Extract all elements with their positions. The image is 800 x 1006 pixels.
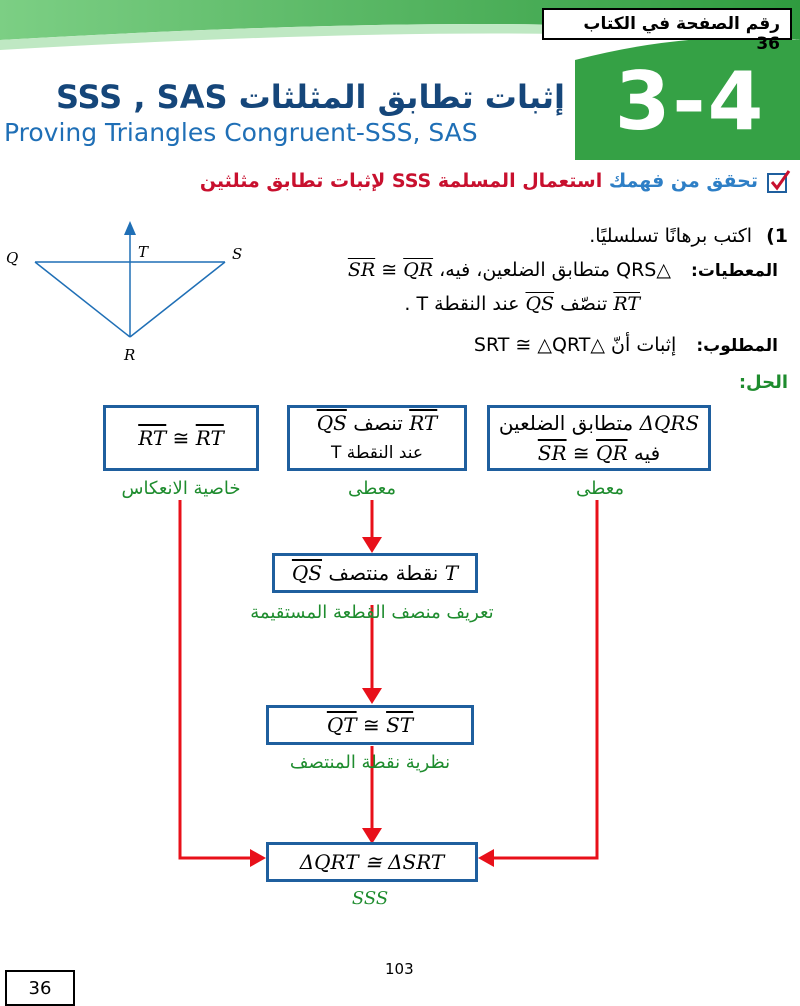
box5-seg-st: ST xyxy=(386,713,414,737)
given-1-seg-sr: SR xyxy=(347,259,376,281)
box4-t: T xyxy=(444,561,459,585)
given-1-text: △QRS متطابق الضلعين، فيه، xyxy=(439,259,671,281)
box1-text: متطابق الضلعين xyxy=(498,411,634,435)
flow-box-given-bisector: RT تنصف QS عند النقطة T xyxy=(287,405,467,471)
box4-text: نقطة منتصف xyxy=(328,561,439,585)
reason-sss: SSS xyxy=(351,888,389,909)
check-heading-text: استعمال المسلمة SSS لإثبات تطابق مثلثين xyxy=(199,170,603,192)
given-line-2: RT تنصّف QS عند النقطة T . xyxy=(404,293,640,315)
reason-midpoint-theorem: نظرية نقطة المنتصف xyxy=(289,752,451,773)
flow-box-qt-st: QT ≅ ST xyxy=(266,705,474,745)
flow-box-midpoint: T نقطة منتصف QS xyxy=(272,553,478,593)
given-2-tail: عند النقطة T . xyxy=(404,293,520,315)
reason-segment-bisector-def: تعريف منصف القطعة المستقيمة xyxy=(250,602,494,623)
prove-text: إثبات أنّ △SRT ≅ △QRT xyxy=(473,334,677,356)
book-page-reference: رقم الصفحة في الكتاب 36 xyxy=(542,8,792,54)
prove-label: المطلوب: xyxy=(696,336,778,356)
box1-seg-sr: SR xyxy=(537,441,567,465)
box1-triangle: ΔQRS xyxy=(639,411,700,435)
label-s: S xyxy=(232,245,242,263)
given-2-verb: تنصّف xyxy=(560,293,608,315)
flow-box-given-isosceles: ΔQRS متطابق الضلعين فيه SR ≅ QR xyxy=(487,405,711,471)
box3-seg-rt-1: RT xyxy=(138,426,167,450)
footer-page-box: 36 xyxy=(5,970,75,1006)
given-line-1: المعطيات: △QRS متطابق الضلعين، فيه، SR ≅… xyxy=(348,259,778,281)
given-1-seg-qr: QR xyxy=(403,259,434,281)
given-label: المعطيات: xyxy=(691,261,778,281)
box6-statement: ΔQRT ≅ ΔSRT xyxy=(299,850,445,874)
box1-congruent: ≅ xyxy=(572,441,590,465)
flow-box-reflexive: RT ≅ RT xyxy=(103,405,259,471)
problem-instruction: 1) اكتب برهانًا تسلسليًا. xyxy=(589,225,788,247)
problem-number: 1) xyxy=(766,225,788,247)
solution-label: الحل: xyxy=(738,372,788,393)
box5-seg-qt: QT xyxy=(326,713,357,737)
lesson-title-english: Proving Triangles Congruent-SSS, SAS xyxy=(4,118,478,147)
box5-congruent: ≅ xyxy=(362,713,380,737)
lesson-number: 3-4 xyxy=(614,55,766,148)
box2-verb: تنصف xyxy=(353,411,403,435)
given-1-congruent: ≅ xyxy=(381,259,398,281)
checkbox-icon xyxy=(767,170,791,193)
box1-fih: فيه xyxy=(633,441,661,465)
reason-reflexive: خاصية الانعكاس xyxy=(121,478,241,499)
check-understanding-heading: تحقق من فهمك استعمال المسلمة SSS لإثبات … xyxy=(200,170,758,192)
given-2-seg-rt: RT xyxy=(613,293,640,315)
box3-congruent: ≅ xyxy=(172,426,190,450)
given-2-seg-qs: QS xyxy=(525,293,555,315)
triangle-figure: Q T S R xyxy=(6,221,242,364)
flow-box-conclusion: ΔQRT ≅ ΔSRT xyxy=(266,842,478,882)
box3-seg-rt-2: RT xyxy=(195,426,224,450)
lesson-title-arabic: إثبات تطابق المثلثات SSS , SAS xyxy=(55,78,565,116)
prove-line: المطلوب: إثبات أنّ △SRT ≅ △QRT xyxy=(474,334,778,356)
box2-seg-rt: RT xyxy=(409,411,438,435)
box1-seg-qr: QR xyxy=(596,441,628,465)
instruction-text: اكتب برهانًا تسلسليًا. xyxy=(589,225,753,247)
label-q: Q xyxy=(6,249,18,267)
reason-given-1: معطى xyxy=(575,478,625,499)
check-label: تحقق من فهمك xyxy=(608,170,758,192)
page-number: 103 xyxy=(385,960,414,978)
label-r: R xyxy=(123,346,135,364)
box2-seg-qs: QS xyxy=(316,411,347,435)
box4-seg-qs: QS xyxy=(291,561,323,585)
reason-given-2: معطى xyxy=(347,478,397,499)
label-t: T xyxy=(138,243,149,261)
box2-line2: عند النقطة T xyxy=(330,443,424,463)
